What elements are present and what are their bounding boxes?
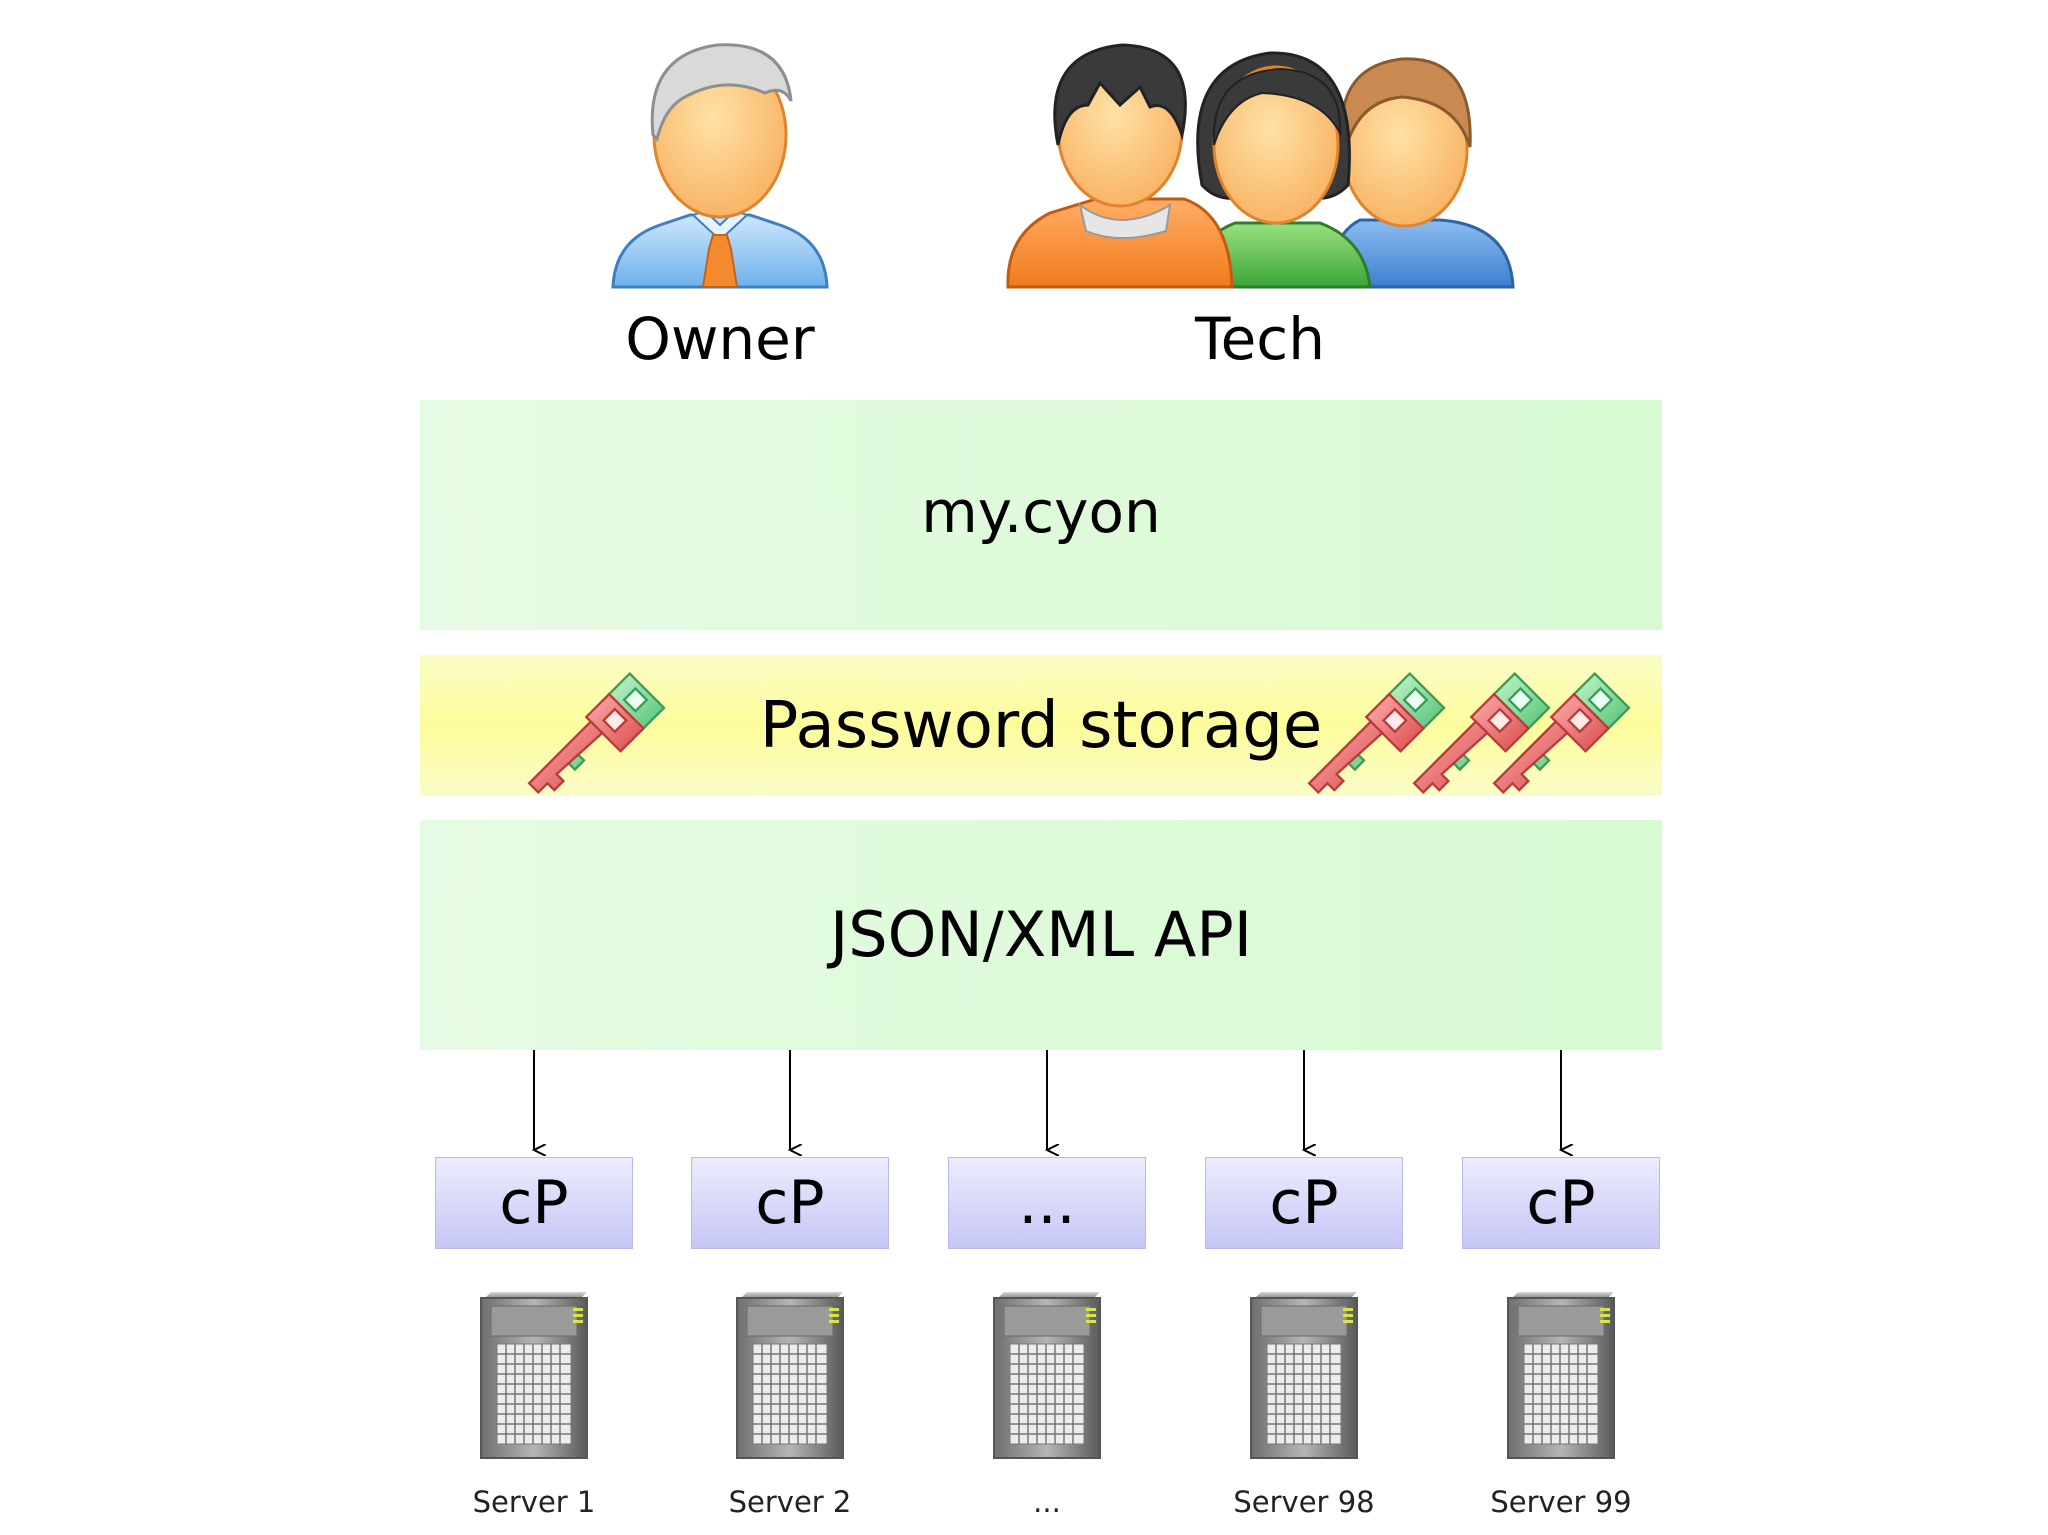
password-storage-label: Password storage: [759, 689, 1323, 763]
owner-icon: [605, 35, 835, 295]
tech-group-icon: [1000, 35, 1520, 295]
api-layer: JSON/XML API: [420, 820, 1662, 1050]
cpanel-box: cP: [691, 1157, 889, 1249]
cpanel-box: cP: [1205, 1157, 1403, 1249]
tech-label: Tech: [1195, 305, 1325, 373]
server-icon: [990, 1290, 1104, 1466]
server-icon: [1504, 1290, 1618, 1466]
api-label: JSON/XML API: [829, 898, 1252, 971]
owner-label: Owner: [625, 305, 815, 373]
cpanel-box: cP: [435, 1157, 633, 1249]
mycyon-label: my.cyon: [921, 478, 1161, 546]
server-label: Server 99: [1490, 1485, 1632, 1519]
mycyon-layer: my.cyon: [420, 400, 1662, 630]
cpanel-box-ellipsis: ...: [948, 1157, 1146, 1249]
server-label: ...: [1033, 1485, 1061, 1519]
server-icon: [477, 1290, 591, 1466]
cpanel-box: cP: [1462, 1157, 1660, 1249]
server-label: Server 98: [1233, 1485, 1375, 1519]
server-icon: [733, 1290, 847, 1466]
server-label: Server 1: [472, 1485, 596, 1519]
server-icon: [1247, 1290, 1361, 1466]
server-label: Server 2: [728, 1485, 852, 1519]
